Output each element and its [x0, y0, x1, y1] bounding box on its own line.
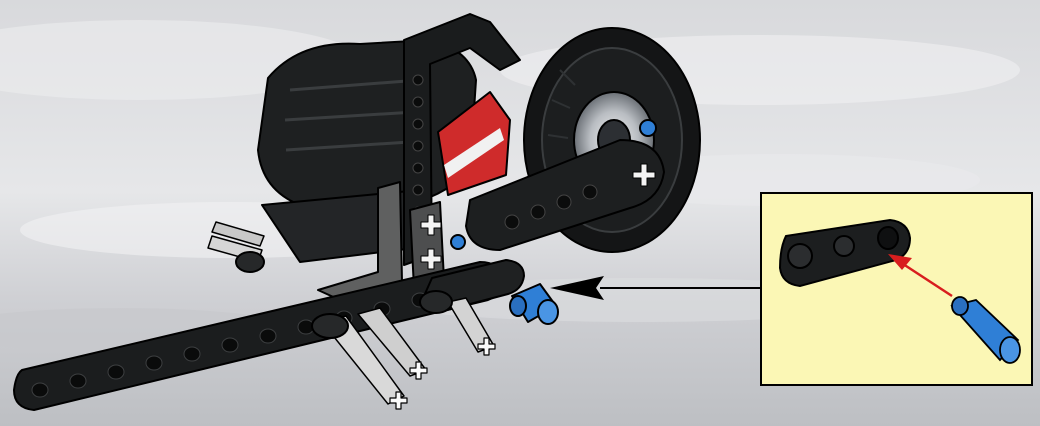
- motor-housing-detail: [284, 78, 421, 152]
- bushings: [235, 251, 453, 339]
- axle-cross-ends: [389, 337, 496, 410]
- lego-model: [13, 13, 701, 411]
- swing-arm-cross-hole: [632, 163, 656, 187]
- insert-arrow-icon: [888, 254, 953, 298]
- wheel-pin: [639, 119, 657, 137]
- motor-housing: [257, 39, 477, 206]
- pointer-arrow-icon: [550, 276, 760, 300]
- blue-pin-icon: [950, 296, 1021, 364]
- blue-pin-small: [450, 234, 466, 250]
- callout-box: [760, 192, 1033, 386]
- connector-icon: [778, 218, 912, 288]
- swing-arm-holes: [504, 184, 598, 230]
- gray-plate-cross-holes: [420, 214, 442, 270]
- blue-pin: [509, 283, 559, 325]
- red-panel-stripe: [444, 128, 504, 178]
